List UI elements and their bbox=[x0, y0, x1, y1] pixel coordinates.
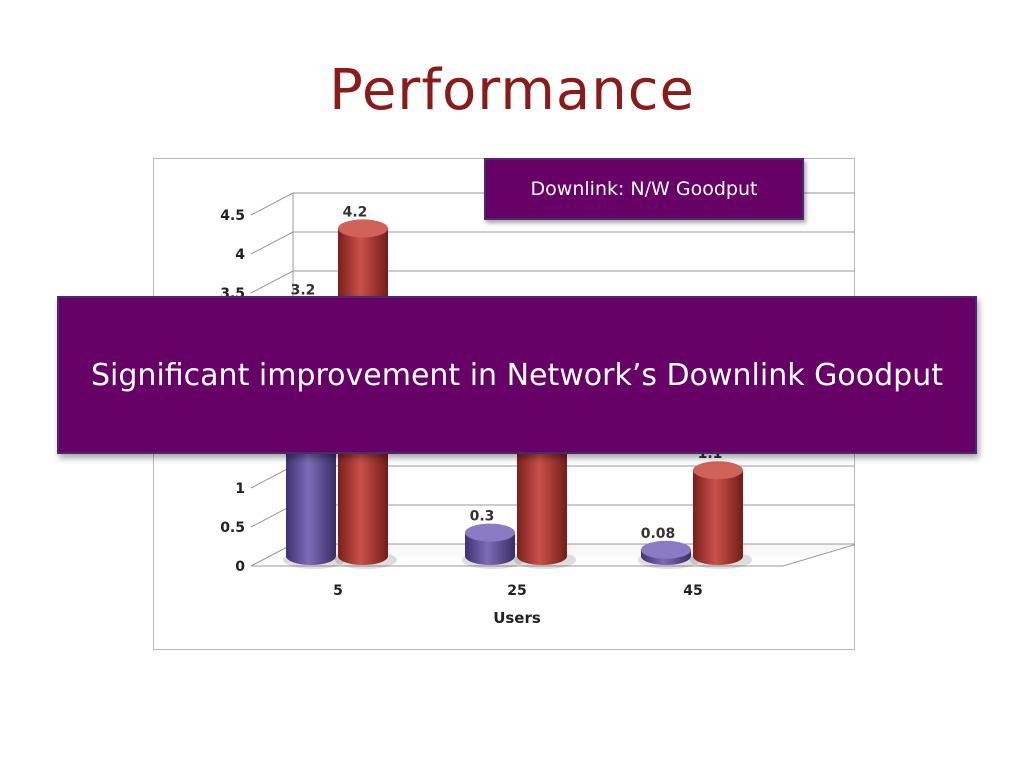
y-tick-label: 0 bbox=[235, 559, 245, 575]
data-label: 3.2 bbox=[291, 282, 316, 298]
y-tick-label: 0.5 bbox=[220, 520, 245, 536]
y-tick-label: 1 bbox=[235, 481, 245, 497]
gridline-side bbox=[250, 192, 294, 216]
bar-a-45 bbox=[638, 540, 700, 569]
callout-text: Significant improvement in Network’s Dow… bbox=[91, 357, 943, 393]
chart-title: Downlink: N/W Goodput bbox=[530, 178, 758, 200]
y-tick-label: 4.5 bbox=[220, 208, 245, 224]
slide-title: Performance bbox=[329, 58, 695, 123]
x-tick-label: 45 bbox=[683, 583, 702, 599]
x-tick-label: 5 bbox=[333, 583, 343, 599]
data-label: 0.3 bbox=[470, 509, 495, 525]
gridline-side bbox=[250, 270, 294, 294]
x-axis-title: Users bbox=[493, 609, 541, 627]
y-tick-label: 4 bbox=[235, 247, 245, 263]
callout-box: Significant improvement in Network’s Dow… bbox=[57, 296, 977, 454]
data-label: 4.2 bbox=[343, 204, 368, 220]
bar-b-45 bbox=[690, 461, 752, 569]
bar-a-25 bbox=[462, 523, 524, 569]
x-tick-label: 25 bbox=[507, 583, 526, 599]
data-label: 0.08 bbox=[641, 526, 676, 542]
gridline-side bbox=[250, 231, 294, 255]
chart-title-box: Downlink: N/W Goodput bbox=[484, 158, 804, 220]
